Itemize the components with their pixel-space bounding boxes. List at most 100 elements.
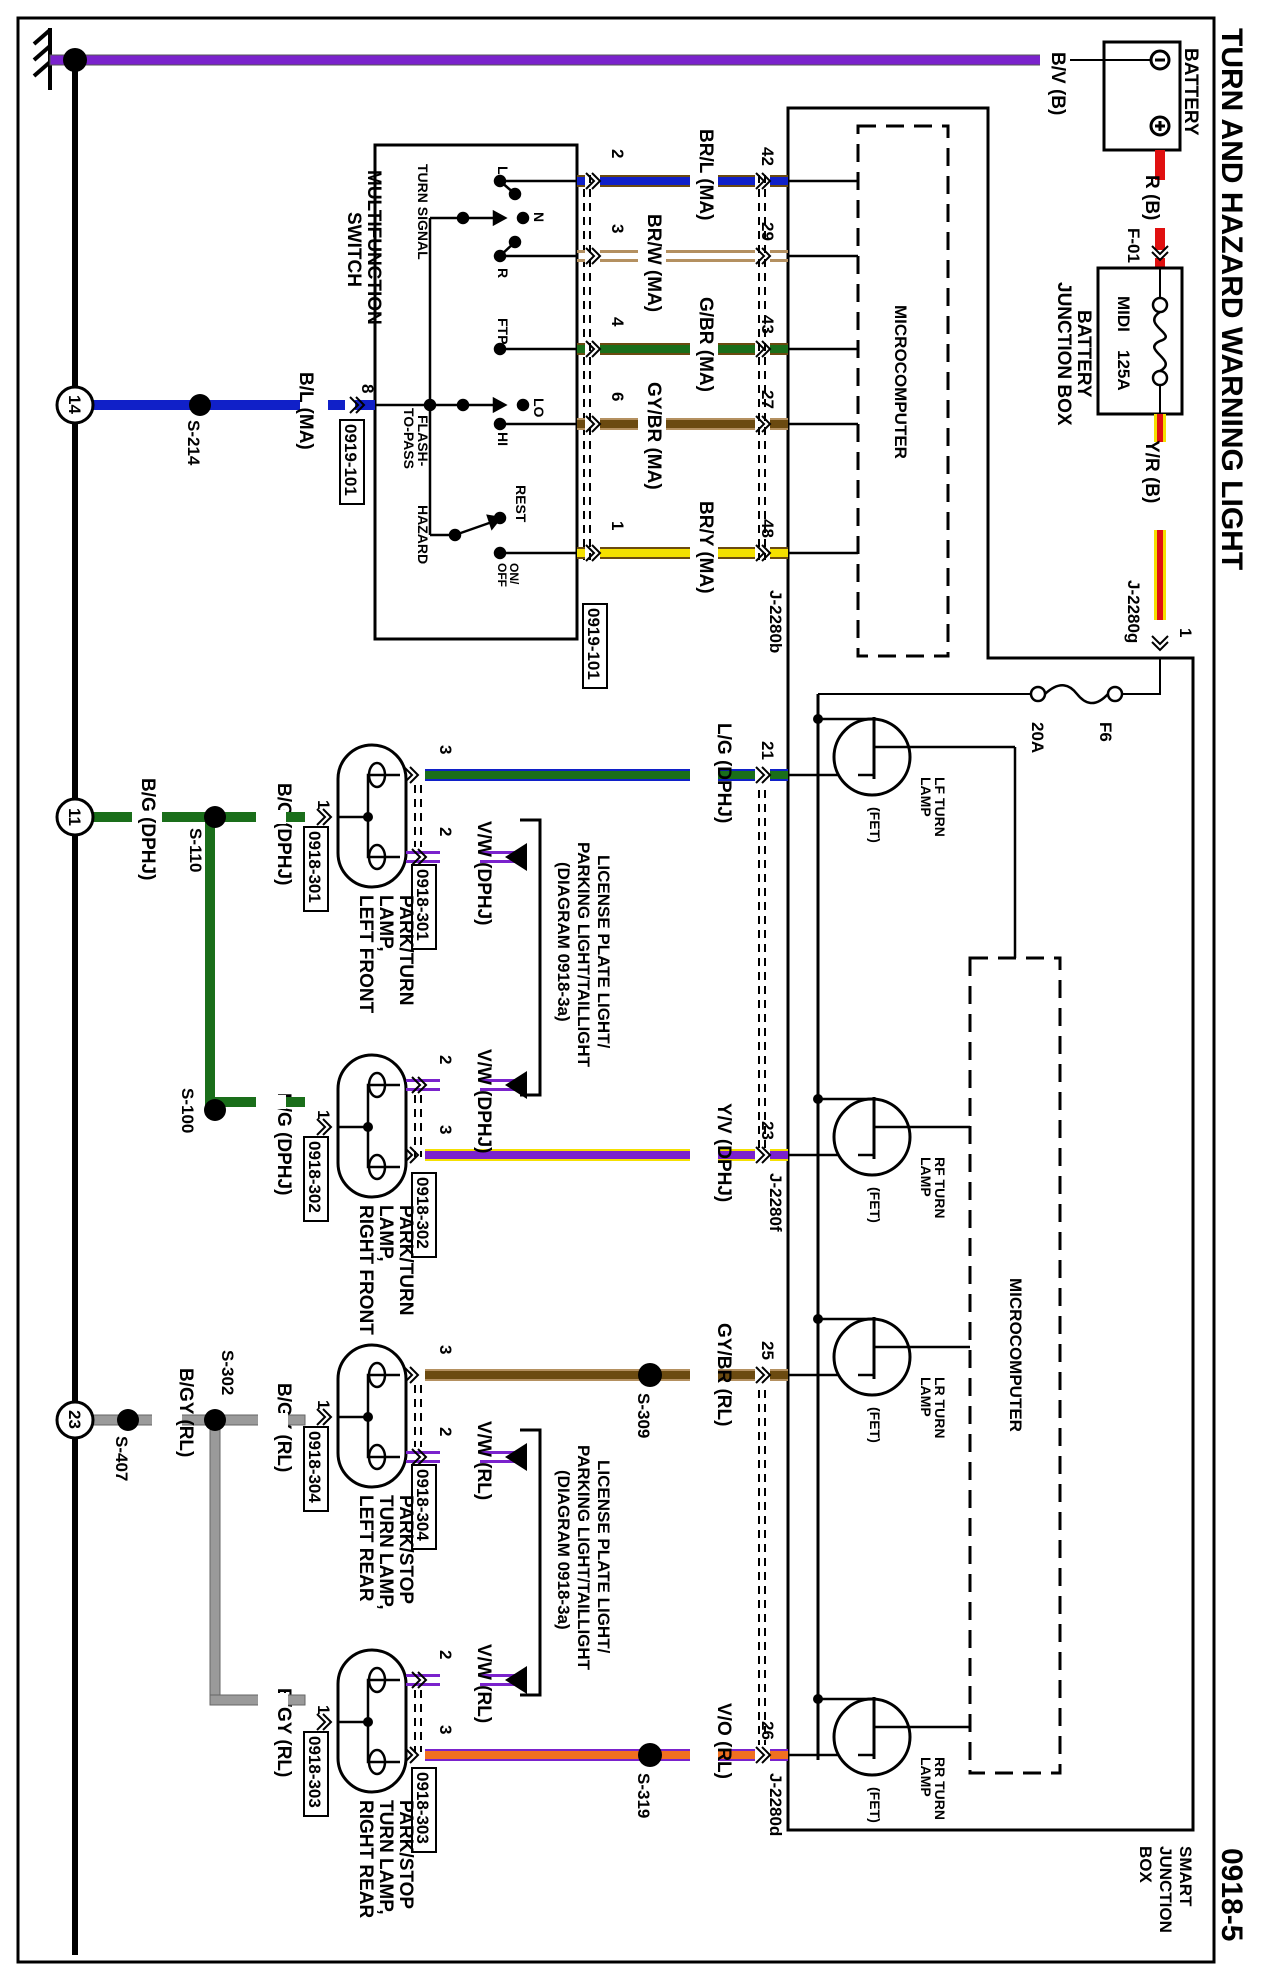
midi-fuse-icon (1152, 310, 1168, 373)
lamp-label: PARK/STOP (395, 1495, 416, 1604)
connector-ref: 0918-304 (305, 1431, 324, 1503)
lamp-label: LAMP, (375, 1205, 396, 1262)
wire-stub (577, 547, 585, 559)
lamp-wire (425, 769, 755, 781)
fet-type: (FET) (867, 1407, 883, 1443)
pin-label: 27 (758, 390, 777, 409)
lamp-label: TURN LAMP, (375, 1495, 396, 1610)
pin-label: 43 (758, 315, 777, 334)
wire-label: B/G (DPHJ) (273, 1093, 294, 1195)
wire-label: B/GY (RL) (273, 1688, 294, 1777)
svg-text:PARKING LIGHT/TAILLIGHT: PARKING LIGHT/TAILLIGHT (574, 842, 593, 1068)
connector-j2280g: J-2280g (1124, 580, 1143, 643)
pin-label: 2 (436, 1650, 455, 1659)
bjb-label-2: JUNCTION BOX (1053, 282, 1074, 426)
wire-stub (770, 1149, 788, 1161)
pos-ftp: FTP (495, 318, 511, 344)
connector-chevron-icon (1151, 635, 1169, 652)
ground-point-23: 23 (55, 1400, 95, 1440)
fet-label: LAMP (918, 1377, 934, 1417)
pin-label: 23 (758, 1121, 777, 1140)
filament-icon (367, 843, 387, 871)
wire-label: V/O (RL) (713, 1703, 734, 1779)
sjb-label-3: BOX (1136, 1846, 1155, 1884)
connector-chevron-icon (755, 544, 772, 562)
lamp-wire (425, 1149, 755, 1161)
wire-stub (770, 1369, 788, 1381)
pin-label: 3 (436, 1345, 455, 1354)
wire-label: L/G (DPHJ) (713, 723, 734, 823)
connector-ref-0919-101-a: 0919-101 (339, 419, 365, 505)
splice-s407 (117, 1409, 139, 1431)
ma-wire (600, 547, 755, 559)
pin-label: 3 (436, 1125, 455, 1134)
connector-chevron-icon (316, 808, 333, 826)
arrow-icon (505, 1443, 527, 1471)
lamp-label: RIGHT FRONT (355, 1205, 376, 1335)
wire-label: GY/BR (RL) (713, 1323, 734, 1426)
chassis-ground-icon (32, 28, 52, 90)
pin-label: 29 (758, 222, 777, 241)
lamp-label: PARK/TURN (395, 1205, 416, 1315)
connector-ref: 0918-303 (305, 1736, 324, 1808)
connector-ref: 0918-302 (305, 1141, 324, 1213)
wire-stub (770, 547, 788, 559)
battery: BATTERY (1070, 40, 1201, 152)
connector-ref: 0918-303 (413, 1772, 432, 1844)
pos-lo: LO (531, 398, 547, 418)
ma-wire (600, 175, 755, 187)
mfs-label-2: SWITCH (343, 212, 364, 287)
svg-text:LICENSE PLATE LIGHT/: LICENSE PLATE LIGHT/ (594, 1460, 613, 1654)
pin-label: 1 (314, 1110, 333, 1119)
wire-label-bgy-1: B/GY (RL) (175, 1368, 196, 1457)
connector-ref-box (411, 1464, 437, 1550)
pin-label: 21 (758, 741, 777, 760)
pin-label: 4 (608, 317, 627, 327)
splice-label-s214: S-214 (184, 420, 203, 466)
pos-n: N (531, 212, 547, 222)
lamp-label: LEFT REAR (355, 1495, 376, 1602)
fet-icon (832, 1317, 912, 1397)
wire-label: V/W (DPHJ) (473, 821, 494, 926)
junction-dot (363, 1412, 373, 1422)
lamp-label: PARK/STOP (395, 1800, 416, 1909)
pin-label: 1 (314, 1400, 333, 1409)
connector-chevron-icon (755, 415, 772, 433)
wire-stub (770, 1749, 788, 1761)
fet-icon (832, 1097, 912, 1177)
wire-label-bv: B/V (B) (1047, 52, 1068, 115)
fet-icon (832, 717, 912, 797)
splice-dot (638, 1363, 662, 1387)
park-wire (406, 1674, 440, 1686)
pin-label: 1 (608, 521, 627, 530)
wire-stub (577, 418, 585, 430)
connector-ref-box (303, 1731, 329, 1817)
pin-label: 2 (436, 827, 455, 836)
connector-chevron-icon (755, 1366, 772, 1384)
connector-label: J-2280d (766, 1773, 785, 1836)
midi-fuse-rating: 125A (1114, 350, 1133, 391)
pin-mfs-8: 8 (358, 384, 377, 393)
filament-icon (367, 1748, 387, 1776)
wire-yr (1154, 414, 1166, 620)
wire-label-rb: R (B) (1141, 175, 1162, 220)
pos-rest: REST (513, 485, 529, 523)
pin-label: 3 (436, 745, 455, 754)
battery-label: BATTERY (1180, 48, 1201, 136)
wire-label: GY/BR (MA) (643, 382, 664, 490)
splice-label-s302: S-302 (218, 1350, 237, 1395)
wire-stub (770, 769, 788, 781)
splice-s214 (189, 394, 211, 416)
park-wire (406, 1451, 440, 1463)
wire-label: V/W (RL) (473, 1644, 494, 1723)
junction-dot (363, 812, 373, 822)
connector-ref: 0918-304 (413, 1469, 432, 1541)
park-wire (480, 1079, 520, 1091)
connector-ref: 0918-301 (413, 869, 432, 941)
park-wire (480, 1674, 520, 1686)
splice-label: S-309 (634, 1393, 653, 1438)
fet-label: LF TURN (932, 777, 948, 837)
fet-label: LAMP (918, 777, 934, 817)
